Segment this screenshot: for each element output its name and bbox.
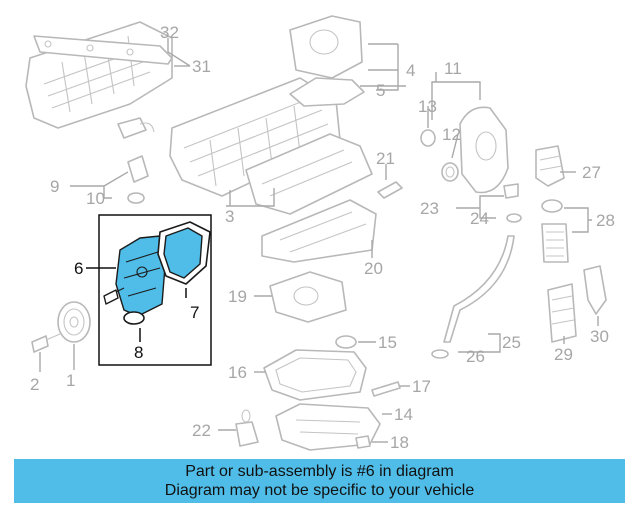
callout-23: 23 (420, 199, 439, 218)
part-21 (377, 181, 403, 199)
o-ring-8 (123, 311, 145, 325)
oil-pump (269, 271, 347, 323)
bracket-30 (583, 265, 607, 315)
gasket-strip-17 (371, 381, 401, 397)
timing-chain-cover (459, 106, 509, 194)
callout-11: 11 (444, 59, 462, 78)
callout-13: 13 (418, 97, 437, 116)
callout-31: 31 (192, 57, 211, 76)
callout-18: 18 (390, 433, 409, 452)
timing-cover-6[interactable] (115, 235, 167, 317)
callout-9: 9 (50, 177, 59, 196)
valve-cover (245, 133, 373, 215)
sensor-22 (235, 409, 259, 447)
cover-gasket-7 (157, 221, 211, 285)
callout-27: 27 (582, 163, 601, 182)
callout-19: 19 (228, 287, 247, 306)
plug-13 (420, 129, 436, 147)
callout-labels: 1 2 3 4 5 9 10 11 12 13 14 15 16 17 18 1… (30, 23, 615, 452)
seal-26 (431, 349, 449, 359)
callout-16: 16 (228, 363, 247, 382)
callout-6: 6 (74, 259, 83, 278)
oil-pan-gasket (263, 349, 367, 401)
washer-24 (506, 213, 522, 223)
callout-17: 17 (412, 377, 431, 396)
callout-20: 20 (364, 259, 383, 278)
banner-line-1: Part or sub-assembly is #6 in diagram (185, 463, 454, 480)
cover-gasket-5 (289, 77, 365, 107)
leader-lines (39, 38, 599, 443)
filter-gasket (541, 199, 563, 213)
manifold-gasket-32 (33, 35, 173, 65)
callout-21: 21 (376, 149, 395, 168)
callout-8: 8 (134, 343, 143, 362)
exploded-parts-diagram: 6 7 8 1 2 3 4 5 9 (25, 15, 615, 452)
oil-filter-housing (535, 145, 565, 187)
callout-25: 25 (502, 333, 521, 352)
banner-line-2: Diagram may not be specific to your vehi… (164, 482, 475, 499)
pulley-bolt (31, 333, 61, 353)
callout-1: 1 (66, 371, 75, 390)
filter-element (541, 223, 569, 263)
drain-plug-18 (355, 435, 371, 449)
callout-10: 10 (86, 189, 105, 208)
callout-5: 5 (376, 81, 385, 100)
callout-32: 32 (160, 23, 179, 42)
callout-26: 26 (466, 347, 485, 366)
o-ring-10 (127, 192, 145, 204)
oil-cooler (547, 283, 577, 343)
highlight-frame (98, 214, 212, 366)
callout-4: 4 (406, 61, 415, 80)
callout-30: 30 (590, 327, 609, 346)
dipstick-tube (443, 235, 515, 343)
highlight-group: 6 7 8 (74, 214, 212, 366)
callout-24: 24 (470, 209, 489, 228)
sensor-9 (127, 155, 149, 183)
callout-28: 28 (596, 211, 615, 230)
callout-12: 12 (442, 125, 461, 144)
callout-15: 15 (378, 333, 397, 352)
crank-pulley (57, 301, 91, 343)
oil-pan-lower (275, 403, 381, 451)
seal-12 (441, 162, 459, 182)
upper-timing-cover (289, 15, 363, 79)
callout-7: 7 (190, 303, 199, 322)
fitting-23 (503, 183, 519, 199)
bolt-6 (103, 287, 125, 305)
info-banner: Part or sub-assembly is #6 in diagram Di… (14, 459, 625, 503)
callout-2: 2 (30, 375, 39, 394)
callout-3: 3 (225, 207, 234, 226)
callout-29: 29 (554, 345, 573, 364)
callout-14: 14 (394, 405, 413, 424)
callout-22: 22 (192, 421, 211, 440)
plug-15 (335, 335, 357, 349)
